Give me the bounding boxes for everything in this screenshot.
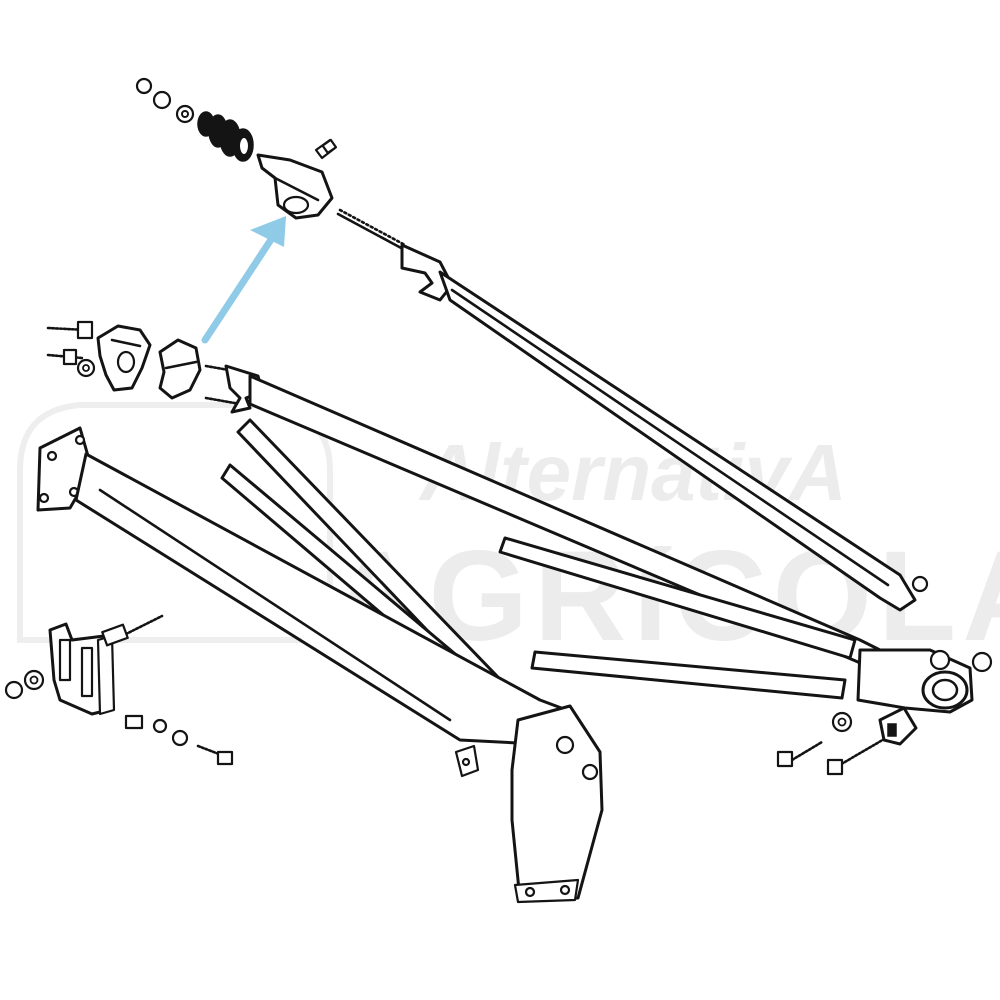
star-washer [831, 711, 853, 733]
clamp-assembly [46, 320, 202, 400]
nut [4, 680, 24, 700]
strut [530, 650, 847, 700]
pivot-housing [510, 704, 604, 902]
washer [76, 358, 96, 378]
bolt [826, 736, 888, 776]
main-frame-arm [36, 426, 604, 904]
upper-tie-rod [336, 208, 929, 612]
washer [23, 669, 45, 691]
bushing [878, 706, 918, 746]
screw [46, 348, 96, 378]
right-hardware-group [776, 706, 918, 776]
fork-end [400, 243, 454, 302]
nut [971, 651, 993, 673]
screw [46, 320, 94, 340]
strut [498, 536, 857, 660]
bolt [314, 138, 338, 160]
arrow-head-icon [250, 216, 286, 247]
nut [152, 718, 168, 734]
bolt [101, 614, 164, 647]
nut [911, 575, 929, 593]
bellows-boot [197, 111, 254, 162]
nut [152, 90, 172, 110]
ball-joint-head [256, 153, 334, 220]
washer [175, 104, 195, 124]
ball-end-joint [856, 648, 993, 714]
nut [135, 77, 153, 95]
spacer [124, 714, 144, 730]
top-hardware-group [135, 77, 338, 220]
bracket-hardware-group [4, 614, 234, 766]
arrow-indicator [201, 216, 286, 344]
bolt [776, 740, 824, 768]
clamp-half [158, 338, 202, 400]
bolt [196, 744, 234, 766]
washer [171, 729, 189, 747]
lower-link-arm [204, 364, 993, 714]
